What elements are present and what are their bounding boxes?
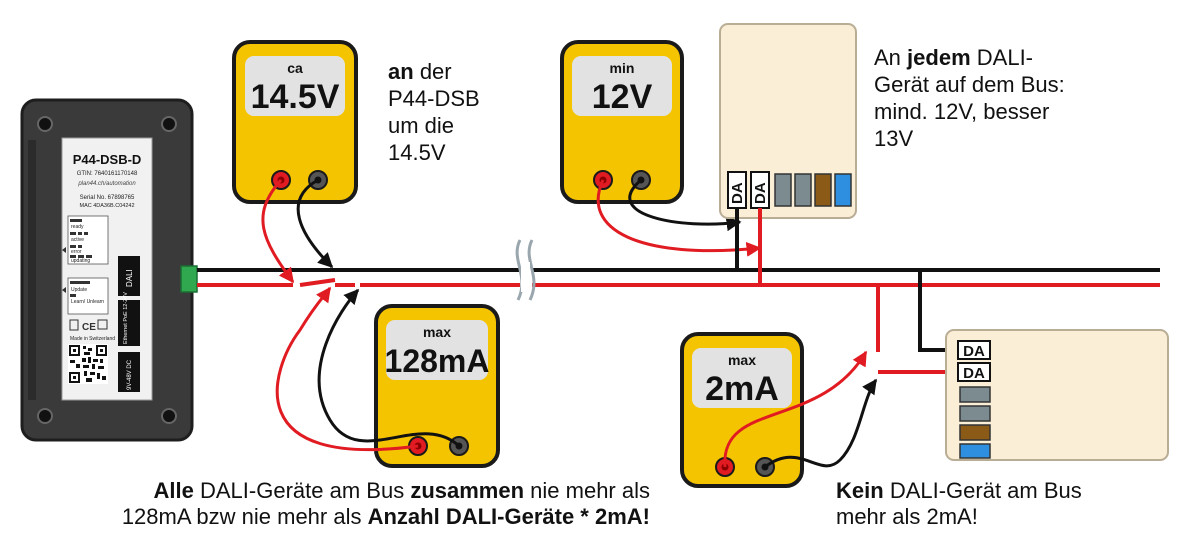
svg-text:9V-48V DC: 9V-48V DC [127, 359, 133, 390]
dali-device-top: DA DA [719, 23, 857, 219]
meter-prefix: min [610, 60, 635, 76]
meter-reading: 14.5V [251, 78, 340, 116]
qr-code-icon [68, 344, 108, 384]
terminal-da-1 [957, 340, 991, 360]
dali-bus [197, 239, 1160, 301]
voltmeter-bus: ca 14.5V [232, 40, 358, 204]
terminal-blue [959, 443, 991, 459]
note-total-current: Alle DALI-Geräte am Bus zusammen nie meh… [121, 478, 650, 529]
terminal-grey [959, 405, 991, 422]
led-label-error: error [71, 249, 82, 255]
double-insulation-icon [97, 319, 108, 330]
port-label-ethernet: Ethernet PoE 12-24V [118, 292, 140, 346]
probe-lead-black [317, 288, 461, 448]
probe-lead-red [261, 179, 295, 284]
note-device-voltage: An jedem DALI- Gerät auf dem Bus: mind. … [874, 45, 1065, 151]
svg-text:DALI: DALI [125, 269, 134, 287]
meter-prefix: ca [287, 60, 303, 76]
model-name: P44-DSB-D [73, 152, 142, 167]
terminal-grey [774, 173, 792, 207]
led-label-ready: ready [71, 224, 84, 230]
terminal-brown [814, 173, 832, 207]
port-label-power: 9V-48V DC [118, 352, 140, 392]
ce-mark-icon: CE [82, 322, 96, 333]
mounting-hole [37, 116, 53, 132]
svg-text:DA: DA [963, 343, 985, 360]
mounting-hole [161, 116, 177, 132]
led-label-active: active [71, 237, 84, 243]
bus-break-icon [515, 239, 524, 301]
terminal-grey [794, 173, 812, 207]
terminal-blue [834, 173, 852, 207]
learn-button-label: Learn/ Unlearn [71, 299, 104, 305]
svg-text:DA: DA [963, 365, 985, 382]
voltmeter-device: min 12V [560, 40, 684, 204]
probe-lead-red [275, 286, 419, 452]
probe-lead-red [596, 179, 762, 257]
svg-text:DA: DA [752, 182, 769, 204]
terminal-grey [959, 386, 991, 403]
led-label-updating: updating [71, 258, 90, 264]
p44-dsb-controller: P44-DSB-D GTIN: 7640161170148 plan44.ch/… [20, 98, 198, 442]
probe-lead-red [723, 350, 868, 468]
gtin-text: GTIN: 7640161170148 [77, 171, 138, 177]
serial-text: Serial No. 67898765 [80, 195, 135, 201]
dali-terminal-block [180, 265, 198, 293]
terminal-da-2 [957, 362, 991, 382]
port-label-dali: DALI [118, 256, 140, 296]
svg-text:Ethernet PoE 12-24V: Ethernet PoE 12-24V [123, 292, 129, 344]
note-device-current: Kein DALI-Gerät am Bus mehr als 2mA! [836, 478, 1082, 529]
meter-prefix: max [423, 324, 451, 340]
weee-icon [69, 319, 79, 331]
meter-reading: 2mA [705, 370, 779, 408]
probe-lead-black [764, 378, 878, 469]
mac-text: MAC 4DA36B.C04242 [79, 203, 134, 209]
probe-lead-black [296, 178, 334, 269]
mounting-hole [161, 408, 177, 424]
meter-prefix: max [728, 352, 756, 368]
probe-lead-black [628, 178, 742, 232]
update-button-label: Update [71, 287, 87, 293]
dali-device-right: DA DA [945, 329, 1169, 461]
note-bus-voltage: an der P44-DSB um die 14.5V [388, 59, 480, 165]
ammeter-bus: max 128mA [374, 304, 500, 468]
meter-reading: 128mA [385, 343, 490, 379]
made-in-text: Made in Switzerland [70, 336, 115, 342]
brand-text: plan44.ch/automation [77, 181, 136, 187]
mounting-hole [37, 408, 53, 424]
meter-reading: 12V [592, 78, 653, 116]
svg-text:DA: DA [729, 182, 746, 204]
terminal-brown [959, 424, 991, 441]
